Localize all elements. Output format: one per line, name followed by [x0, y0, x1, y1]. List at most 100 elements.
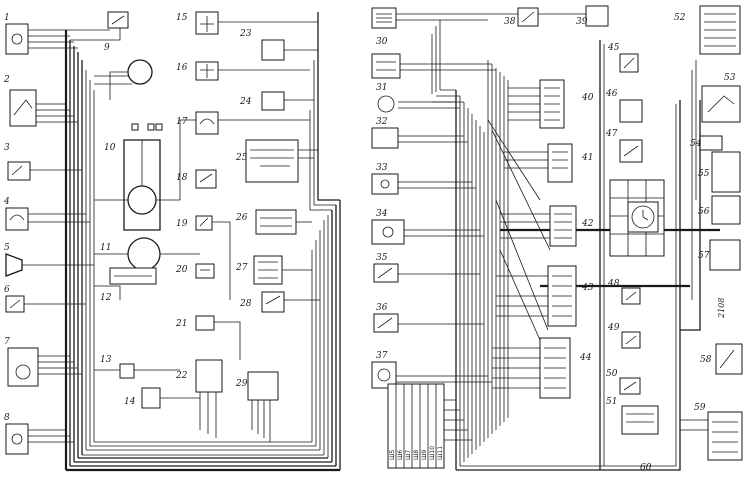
- switch-icon: [377, 267, 393, 279]
- side-marking: 2108: [717, 298, 726, 319]
- connector-label: Ш11: [437, 446, 444, 460]
- component-number: 57: [698, 251, 710, 261]
- component-number: 24: [239, 97, 252, 107]
- component-number: 14: [124, 397, 136, 407]
- lamp-icon: [377, 368, 391, 382]
- component-number: 8: [4, 413, 10, 423]
- component-number: 43: [581, 283, 594, 293]
- component-number: 13: [100, 355, 112, 365]
- lamp-icon: [382, 226, 394, 238]
- component-number: 60: [640, 463, 652, 473]
- ignition-switch-icon: [127, 185, 157, 215]
- control-unit: [245, 139, 299, 183]
- component-number: 16: [176, 63, 188, 73]
- component-number: 19: [176, 219, 188, 229]
- lamp-icon: [377, 95, 395, 113]
- component-number: 59: [694, 403, 706, 413]
- component-number: 36: [376, 303, 388, 313]
- gauge-icon: [127, 59, 153, 85]
- component-number: 23: [239, 29, 252, 39]
- component-number: 40: [581, 93, 594, 103]
- component-number: 50: [606, 369, 618, 379]
- clock-icon: [631, 205, 655, 229]
- component-number: 32: [376, 117, 388, 127]
- component-7-box: [7, 347, 39, 387]
- module-box: [195, 359, 223, 393]
- component-number: 2: [3, 75, 10, 85]
- component-number: 46: [605, 89, 618, 99]
- meter-icon: [127, 237, 161, 271]
- right-component-numbers: 30 31 32 33 34 35 36 37 38 39 40 41 42 4…: [376, 13, 736, 473]
- component-number: 55: [698, 169, 710, 179]
- left-main-harness: [64, 12, 341, 472]
- left-right-column-components: [195, 11, 320, 442]
- component-number: 45: [607, 43, 620, 53]
- component-number: 34: [376, 209, 388, 219]
- component-number: 49: [607, 323, 620, 333]
- left-edge-components: [5, 23, 94, 455]
- component-number: 22: [175, 371, 188, 381]
- component-number: 52: [674, 13, 686, 23]
- horn-icon: [5, 253, 23, 277]
- component-number: 15: [176, 13, 188, 23]
- connector-label: Ш9: [421, 450, 428, 460]
- component-number: 20: [175, 265, 188, 275]
- lamp-icon: [11, 433, 23, 445]
- fuse-block: [621, 405, 659, 435]
- component-number: 11: [100, 243, 111, 253]
- switch-icon: [377, 317, 393, 329]
- component-number: 41: [581, 153, 593, 163]
- relay-box: [141, 387, 161, 409]
- component-number: 4: [3, 197, 10, 207]
- right-center-modules: [487, 79, 577, 399]
- component-number: 44: [579, 353, 592, 363]
- component-number: 6: [4, 285, 10, 295]
- component-number: 17: [176, 117, 188, 127]
- right-feed-wires: [396, 13, 600, 383]
- switch-icon: [13, 99, 33, 116]
- lamp-icon: [11, 33, 23, 45]
- relay-box: [119, 363, 135, 379]
- connector-label: Ш8: [413, 450, 420, 460]
- switch-icon: [707, 95, 735, 113]
- connector-plug-block: Ш5 Ш6 Ш7 Ш8 Ш9 Ш10 Ш11: [387, 383, 472, 469]
- component-number: 1: [4, 13, 10, 23]
- component-number: 18: [176, 173, 188, 183]
- connector-label: Ш10: [429, 446, 436, 460]
- component-number: 25: [235, 153, 248, 163]
- component-number: 5: [4, 243, 10, 253]
- component-1-box: [5, 23, 29, 55]
- component-number: 35: [376, 253, 388, 263]
- right-main-harness: [455, 40, 720, 471]
- component-4-box: [5, 207, 29, 231]
- component-number: 54: [690, 139, 702, 149]
- left-component-numbers: 1 2 3 4 5 6 7 8 9 10 11 12 13 14 15 16 1…: [3, 13, 252, 423]
- component-number: 31: [376, 83, 387, 93]
- component-number: 37: [376, 351, 388, 361]
- sensor-icon: [9, 214, 25, 221]
- component-number: 30: [376, 37, 388, 47]
- component-number: 51: [606, 397, 617, 407]
- component-number: 48: [607, 279, 620, 289]
- component-number: 42: [581, 219, 594, 229]
- instrument-cluster: [609, 179, 665, 257]
- connector-label: Ш5: [389, 450, 396, 460]
- component-number: 7: [4, 337, 10, 347]
- component-number: 53: [724, 73, 736, 83]
- component-number: 47: [605, 129, 618, 139]
- component-8-box: [5, 423, 29, 455]
- component-number: 38: [504, 17, 516, 27]
- component-number: 26: [235, 213, 248, 223]
- switch-icon: [11, 165, 23, 176]
- motor-icon: [15, 364, 31, 380]
- component-number: 39: [576, 17, 588, 27]
- left-center-components: [94, 11, 200, 409]
- left-panel: 1 2 3 4 5 6 7 8 9 10 11 12 13 14 15 16 1…: [3, 11, 341, 472]
- component-number: 3: [4, 143, 10, 153]
- switch-icon: [719, 349, 735, 369]
- component-2-box: [9, 89, 37, 127]
- lamp-icon: [380, 179, 390, 189]
- component-number: 29: [235, 379, 248, 389]
- component-number: 27: [235, 263, 248, 273]
